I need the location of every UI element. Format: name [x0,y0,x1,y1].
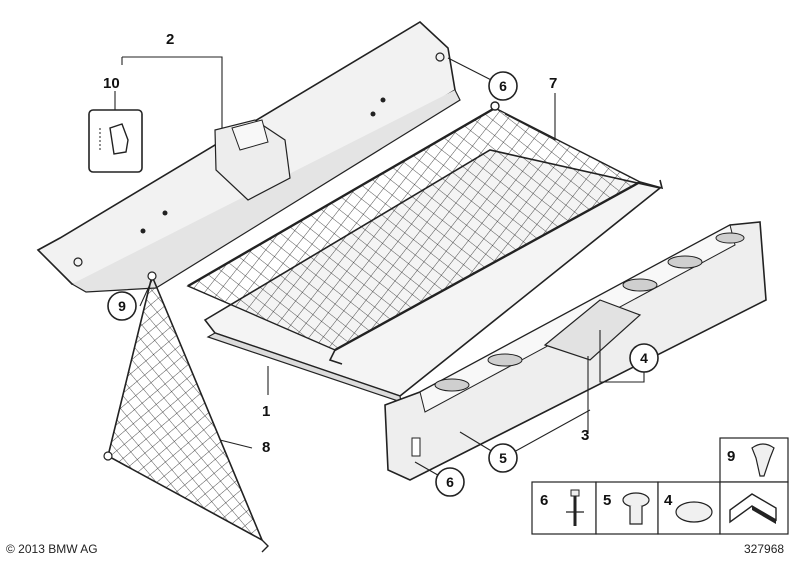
rear-trim-panel [36,21,461,293]
drawing-number: 327968 [744,542,784,556]
lower-trim-panel [384,221,767,481]
legend-box-arrow [719,481,789,535]
label-part-1: 1 [262,403,270,420]
luggage-net [186,101,664,365]
leader-lines [114,56,645,483]
legend-box-part-9: 9 [719,437,789,483]
side-net [103,271,269,553]
svg-text:6: 6 [499,78,507,94]
callout-part-4: 4 [629,343,659,373]
legend-box-part-5: 5 [595,481,659,535]
copyright-text: © 2013 BMW AG [6,542,98,556]
svg-text:6: 6 [446,474,454,490]
svg-text:9: 9 [727,448,735,465]
callout-part-6-top: 6 [488,71,518,101]
label-part-10: 10 [103,75,120,92]
callout-part-9: 9 [107,291,137,321]
svg-text:4: 4 [640,350,648,366]
svg-text:5: 5 [603,492,611,509]
legend-box-part-6: 6 [531,481,597,535]
label-part-3: 3 [581,427,589,444]
warning-label [88,109,143,173]
svg-text:4: 4 [664,492,673,509]
callout-part-5: 5 [488,443,518,473]
svg-text:5: 5 [499,450,507,466]
legend-box-part-4: 4 [657,481,721,535]
label-part-2: 2 [166,31,174,48]
svg-text:9: 9 [118,298,126,314]
label-part-8: 8 [262,439,270,456]
svg-text:6: 6 [540,492,548,509]
callout-part-6-bottom: 6 [435,467,465,497]
label-part-7: 7 [549,75,557,92]
